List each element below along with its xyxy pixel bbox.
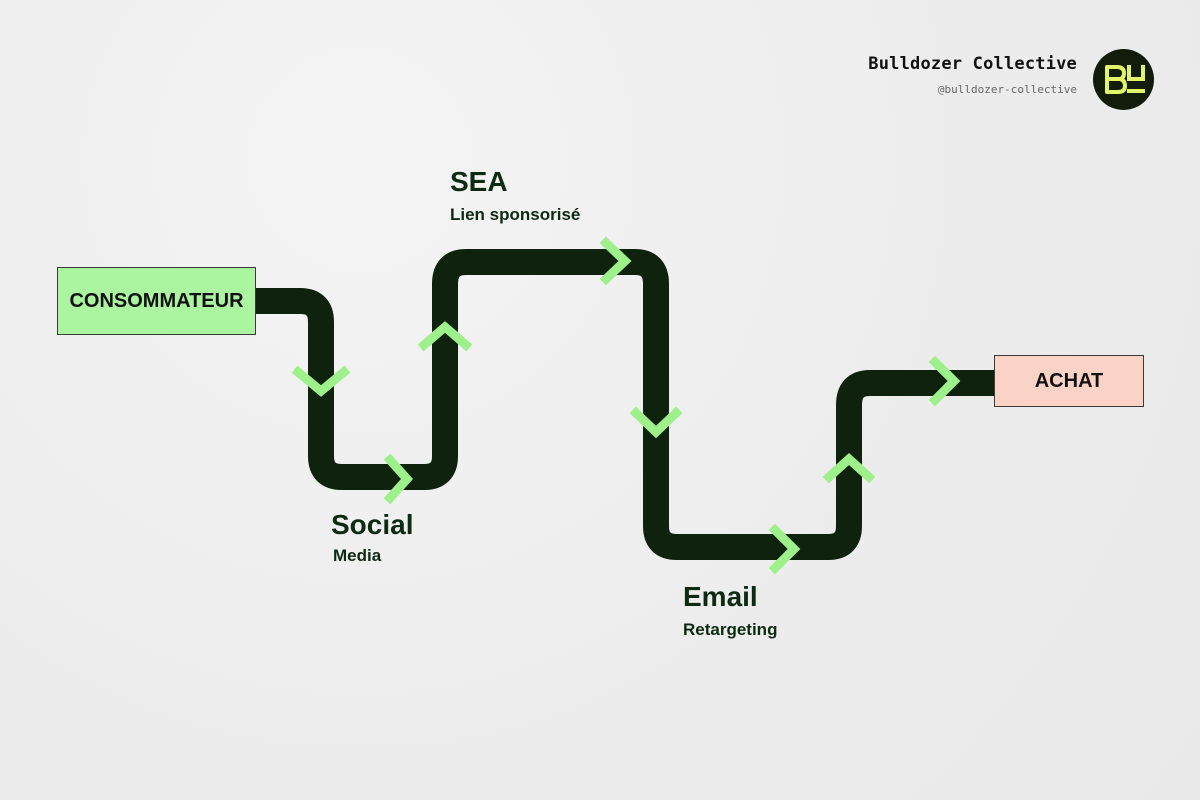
brand-name: Bulldozer Collective [868, 54, 1077, 74]
arrow-right-icon [383, 453, 414, 505]
step-social-subtitle: Media [333, 546, 382, 565]
end-node: ACHAT [994, 355, 1144, 407]
step-email-subtitle: Retargeting [683, 620, 778, 639]
arrow-down-icon [629, 406, 683, 439]
brand-handle: @bulldozer-collective [937, 83, 1077, 96]
arrow-right-icon [599, 236, 632, 286]
arrow-right-icon [768, 523, 801, 575]
step-sea-subtitle: Lien sponsorisé [450, 205, 581, 224]
arrow-down-icon [291, 365, 351, 397]
start-node: CONSOMMATEUR [57, 267, 256, 335]
step-email-title: Email [683, 581, 758, 612]
brand-logo [1093, 49, 1154, 110]
step-sea-title: SEA [450, 166, 508, 197]
arrow-right-icon [928, 355, 961, 407]
arrow-up-icon [822, 452, 876, 484]
arrow-up-icon [417, 321, 473, 352]
flow-path [256, 249, 994, 560]
bu-logo-icon [1105, 65, 1145, 94]
step-social-title: Social [331, 509, 414, 540]
